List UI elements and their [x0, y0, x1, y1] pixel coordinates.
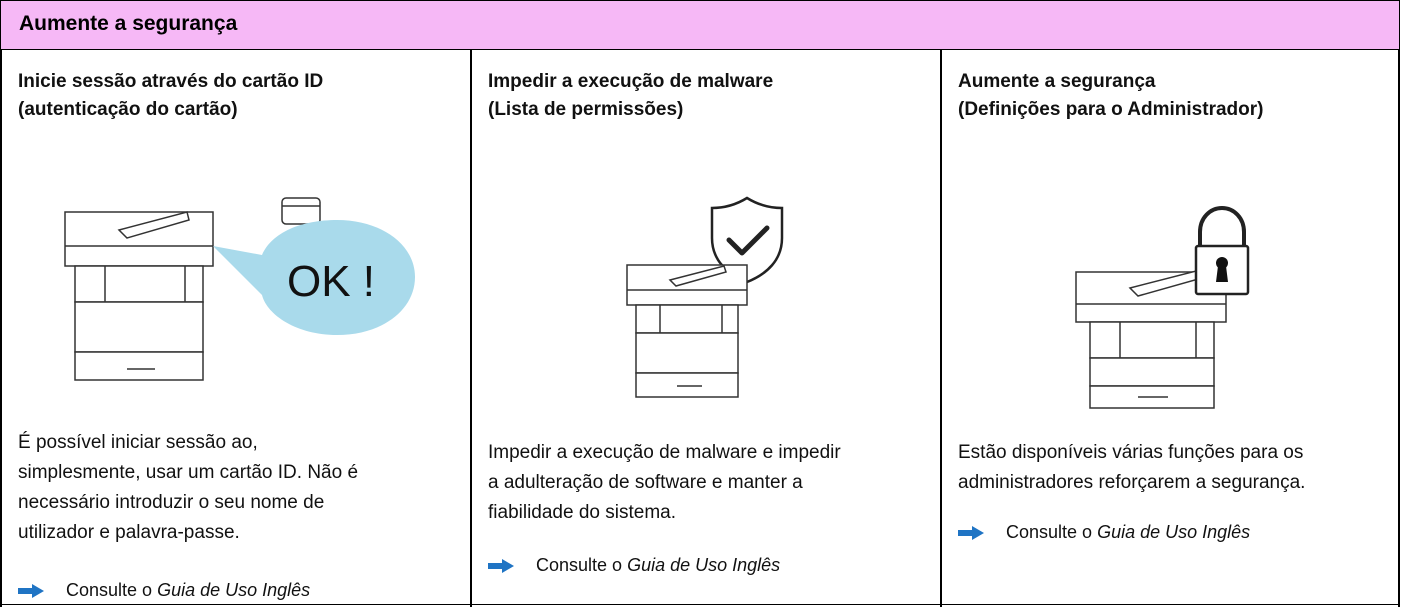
- feature-card-malware: Impedir a execução de malware (Lista de …: [470, 50, 940, 607]
- card-title-line: Aumente a segurança: [958, 71, 1156, 92]
- padlock-icon: [1194, 205, 1250, 296]
- reference-guide-name: Guia de Uso Inglês: [627, 555, 781, 575]
- card-description: Estão disponíveis várias funções para os…: [958, 438, 1398, 498]
- printer-icon: [626, 264, 748, 398]
- printer-card-illustration: OK !: [64, 197, 415, 381]
- printer-icon: [64, 211, 214, 381]
- card-title: Impedir a execução de malware (Lista de …: [488, 68, 928, 124]
- reference-guide-name: Guia de Uso Inglês: [157, 580, 311, 600]
- description-line: utilizador e palavra-passe.: [18, 522, 240, 543]
- feature-card-card-login: Inicie sessão através do cartão ID (aute…: [0, 50, 470, 607]
- card-title-line: Inicie sessão através do cartão ID: [18, 71, 324, 92]
- card-title: Aumente a segurança (Definições para o A…: [958, 68, 1398, 124]
- card-description: Impedir a execução de malware e impedir …: [488, 438, 928, 528]
- description-line: simplesmente, usar um cartão ID. Não é: [18, 462, 359, 483]
- description-line: Impedir a execução de malware e impedir: [488, 442, 841, 463]
- printer-icon: [1075, 269, 1227, 409]
- arrow-right-icon: [958, 525, 984, 540]
- arrow-right-icon: [18, 583, 44, 598]
- guide-reference-link[interactable]: Consulte o Guia de Uso Inglês: [18, 580, 310, 601]
- speech-bubble: [213, 220, 415, 335]
- guide-reference-link[interactable]: Consulte o Guia de Uso Inglês: [488, 555, 780, 576]
- description-line: a adulteração de software e manter a: [488, 472, 803, 493]
- description-line: fiabilidade do sistema.: [488, 502, 676, 523]
- reference-prefix: Consulte o: [536, 555, 623, 575]
- section-header: Aumente a segurança: [0, 0, 1400, 50]
- reference-prefix: Consulte o: [66, 580, 153, 600]
- feature-card-admin: Aumente a segurança (Definições para o A…: [940, 50, 1400, 607]
- printer-lock-illustration: [1075, 205, 1250, 409]
- description-line: É possível iniciar sessão ao,: [18, 432, 258, 453]
- card-title-line: Impedir a execução de malware: [488, 71, 774, 92]
- reference-guide-name: Guia de Uso Inglês: [1097, 522, 1251, 542]
- card-title-line: (Definições para o Administrador): [958, 99, 1264, 120]
- guide-reference-link[interactable]: Consulte o Guia de Uso Inglês: [958, 522, 1250, 543]
- arrow-right-icon: [488, 558, 514, 573]
- card-title: Inicie sessão através do cartão ID (aute…: [18, 68, 458, 124]
- card-description: É possível iniciar sessão ao, simplesmen…: [18, 428, 458, 548]
- card-title-line: (autenticação do cartão): [18, 99, 238, 120]
- description-line: necessário introduzir o seu nome de: [18, 492, 325, 513]
- section-title: Aumente a segurança: [19, 12, 238, 35]
- description-line: Estão disponíveis várias funções para os: [958, 442, 1304, 463]
- printer-shield-illustration: [626, 196, 784, 398]
- bubble-text: OK !: [287, 257, 375, 306]
- reference-prefix: Consulte o: [1006, 522, 1093, 542]
- shield-check-icon: [710, 196, 784, 284]
- description-line: administradores reforçarem a segurança.: [958, 472, 1306, 493]
- card-title-line: (Lista de permissões): [488, 99, 684, 120]
- id-card-icon: [281, 197, 321, 225]
